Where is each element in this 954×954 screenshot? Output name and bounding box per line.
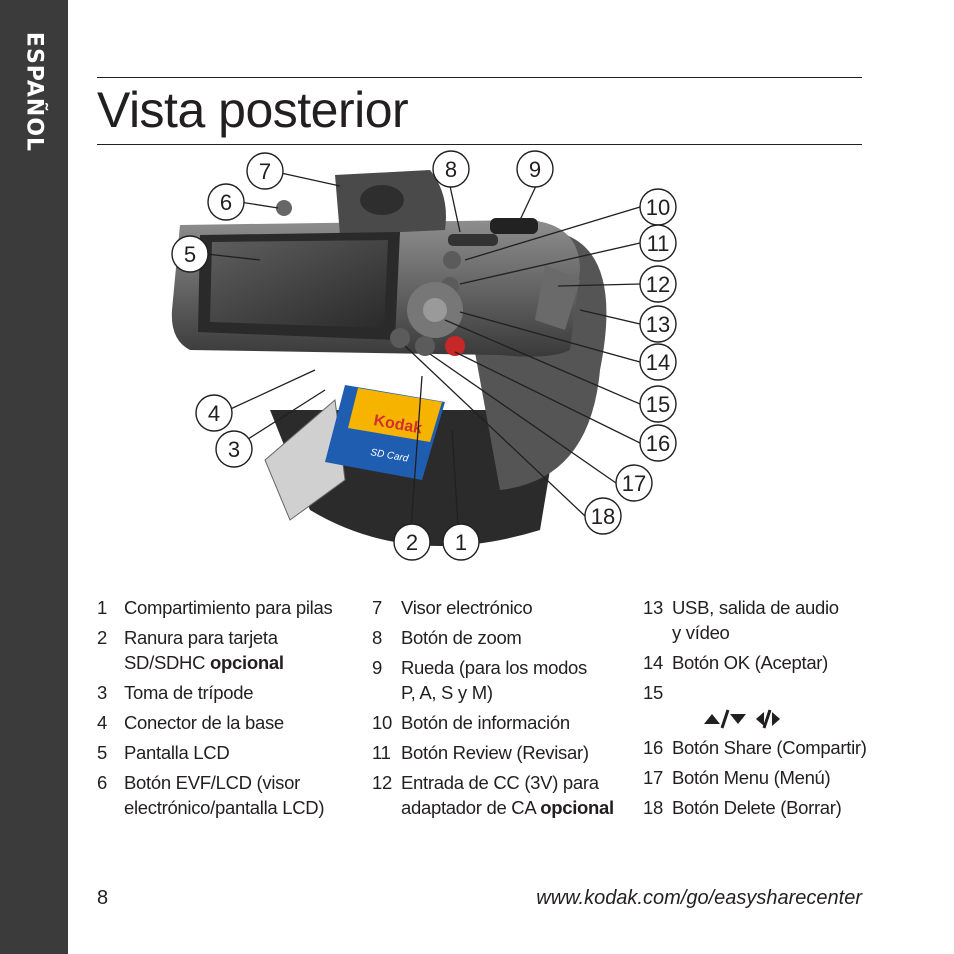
footer-url: www.kodak.com/go/easysharecenter [536,887,862,909]
callout-17: 17 [615,464,653,502]
callout-5: 5 [171,235,209,273]
page-title: Vista posterior [97,82,409,138]
camera-back-illustration: Kodak SD Card [171,170,641,546]
svg-text:10: 10 [646,195,670,220]
svg-text:17: 17 [622,471,646,496]
callout-4: 4 [195,394,233,432]
svg-text:14: 14 [646,350,670,375]
svg-text:13: 13 [646,312,670,337]
svg-text:9: 9 [529,157,541,182]
mode-dial [490,218,538,234]
svg-text:3: 3 [228,437,240,462]
svg-text:6: 6 [220,190,232,215]
callout-12: 12 [639,265,677,303]
callout-1: 1 [442,523,480,561]
callout-6: 6 [207,183,245,221]
svg-text:8: 8 [445,157,457,182]
svg-text:12: 12 [646,272,670,297]
language-side-tab: ESPAÑOL [0,0,68,954]
callout-8: 8 [432,150,470,188]
svg-text:11: 11 [647,231,670,256]
callout-15: 15 [639,385,677,423]
callout-18: 18 [584,497,622,535]
svg-text:5: 5 [184,242,196,267]
callout-7: 7 [246,152,284,190]
svg-text:15: 15 [646,392,670,417]
port-door [535,265,580,330]
callout-3: 3 [215,430,253,468]
svg-text:4: 4 [208,401,220,426]
lcd-screen [210,240,388,328]
svg-text:1: 1 [455,530,467,555]
legend-item: 15 [643,680,868,730]
callout-13: 13 [639,305,677,343]
callout-9: 9 [516,150,554,188]
top-rule [97,77,862,78]
menu-button [415,336,435,356]
leader-lines [205,172,641,543]
callout-16: 16 [639,424,677,462]
battery-door [264,399,346,521]
title-rule [97,144,862,145]
svg-text:2: 2 [406,530,418,555]
callout-10: 10 [639,188,677,226]
callout-2: 2 [393,523,431,561]
delete-button [390,328,410,348]
callout-11: 11 [639,224,677,262]
eyepiece [360,185,404,215]
zoom-button [448,234,498,246]
page-number: 8 [97,887,109,909]
svg-text:16: 16 [646,431,670,456]
evf-lcd-button [276,200,292,216]
arrow-keys-icon [704,709,780,729]
ok-button [423,298,447,322]
info-button [443,251,461,269]
svg-text:7: 7 [259,159,271,184]
svg-text:18: 18 [591,504,615,529]
share-button [445,336,465,356]
callout-14: 14 [639,343,677,381]
